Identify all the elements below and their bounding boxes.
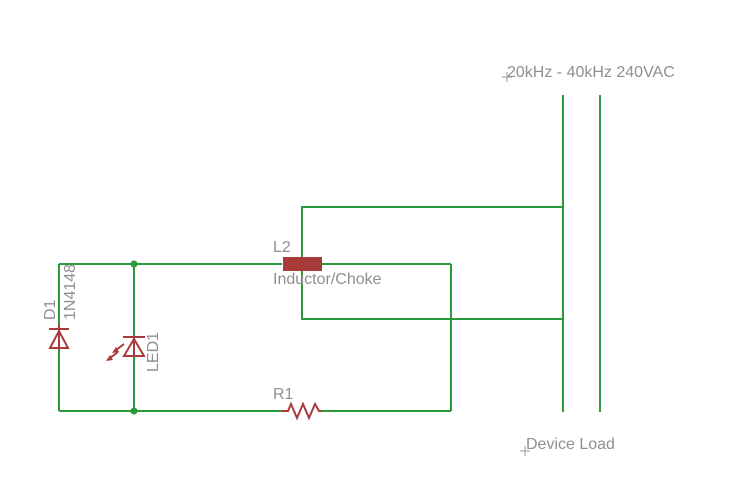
led-led1 bbox=[106, 336, 146, 361]
l2-name-label: L2 bbox=[273, 239, 291, 256]
d1-name-label: D1 bbox=[42, 299, 59, 320]
r1-name-label: R1 bbox=[273, 386, 294, 403]
load-label-origin-icon bbox=[520, 446, 530, 456]
l2-value-label: Inductor/Choke bbox=[273, 271, 382, 288]
resistor-r1 bbox=[282, 401, 322, 421]
junction-bottom bbox=[130, 407, 138, 415]
source-label: 20kHz - 40kHz 240VAC bbox=[507, 64, 675, 81]
source-label-origin-icon bbox=[502, 72, 512, 82]
diode-d1 bbox=[48, 325, 70, 350]
load-label: Device Load bbox=[526, 436, 615, 453]
led1-name-label: LED1 bbox=[145, 332, 162, 372]
inductor-l2 bbox=[283, 257, 322, 271]
d1-value-label: 1N4148 bbox=[62, 264, 79, 320]
junction-top bbox=[130, 260, 138, 268]
